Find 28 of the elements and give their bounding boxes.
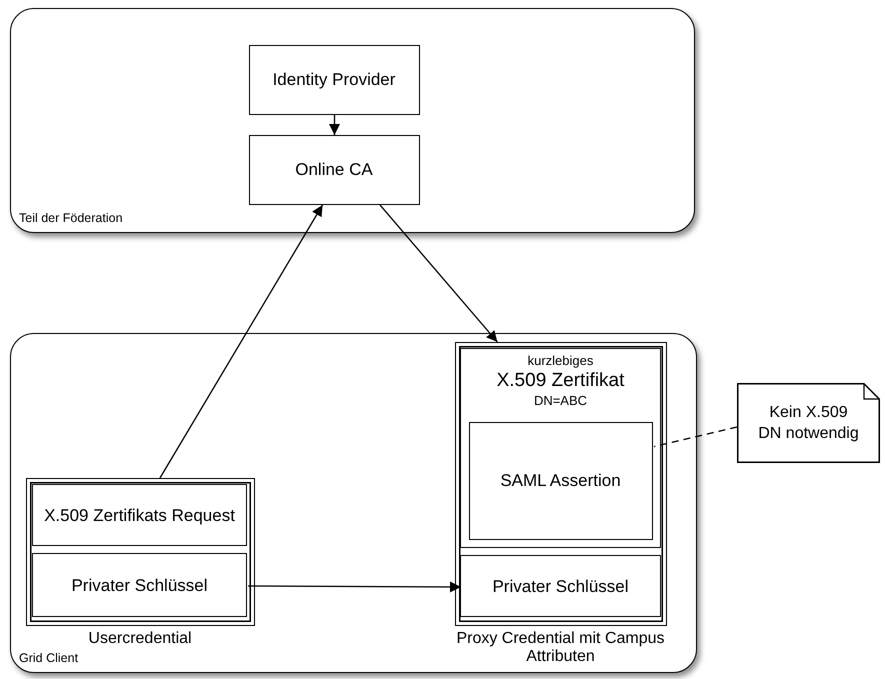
box-label: Kein X.509 DN notwendig — [757, 403, 860, 444]
container-panel — [10, 333, 697, 673]
box-label: Online CA — [294, 159, 374, 180]
group-label: Usercredential — [87, 630, 193, 648]
process-box — [32, 553, 247, 617]
box-label: X.509 Zertifikats Request — [43, 504, 236, 526]
process-box — [248, 134, 420, 204]
box-subtitle: DN=ABC — [532, 392, 588, 409]
arrow — [248, 581, 461, 592]
group-label: Grid Client — [19, 650, 80, 666]
box-label: Identity Provider — [272, 69, 396, 90]
box-subtitle: kurzlebiges — [526, 352, 594, 369]
process-box — [32, 484, 247, 546]
process-box — [460, 555, 661, 617]
arrow — [159, 204, 324, 478]
group-label: Teil der Föderation — [19, 210, 124, 226]
certificate-box — [460, 348, 661, 548]
container-panel — [10, 8, 695, 233]
process-box — [248, 44, 420, 114]
arrow — [380, 204, 498, 342]
box-label: Privater Schlüssel — [491, 576, 630, 596]
dashed-connector — [654, 426, 738, 448]
arrow — [329, 115, 340, 135]
box-label: Privater Schlüssel — [70, 574, 209, 596]
box-title: X.509 Zertifikat — [496, 369, 626, 392]
box-label: SAML Assertion — [499, 470, 622, 491]
group-label: Proxy Credential mit Campus Attributen — [455, 630, 666, 666]
process-box — [468, 422, 652, 540]
